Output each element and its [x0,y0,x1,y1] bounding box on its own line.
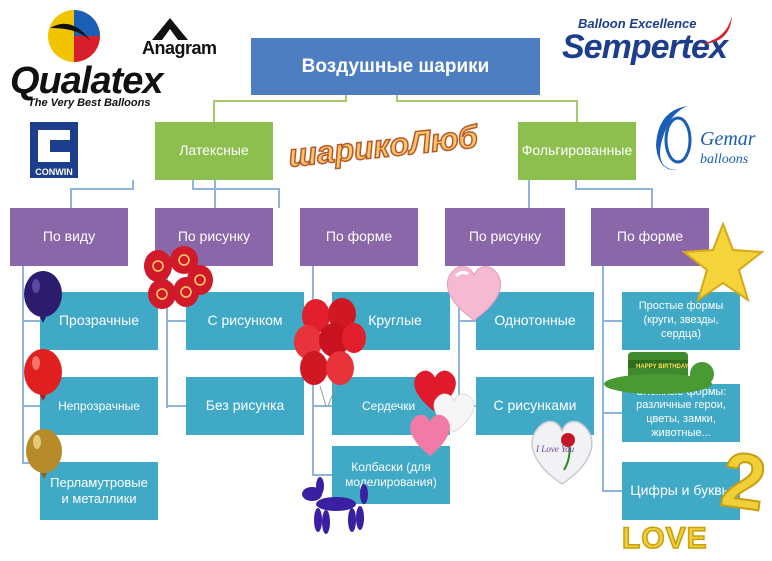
leaf-with-print: С рисунком [186,292,304,350]
foil-by-print: По рисунку [445,208,565,266]
connector [651,188,653,208]
conwin-logo-icon [30,122,78,170]
latex-by-type: По виду [10,208,128,266]
connector [576,100,578,122]
printed-balloons-icon [144,246,213,309]
connector [166,405,186,407]
sempertex-wordmark: Sempertex [562,28,728,66]
connector [213,100,345,102]
leaf-pearl-metallic: Перламутровые и металлики [40,462,158,520]
connector [70,188,72,208]
birthday-cake-balloon-icon: HAPPY BIRTHDAY [604,352,714,394]
category-latex: Латексные [155,122,273,180]
qualatex-tagline: The Very Best Balloons [28,97,151,109]
connector [458,320,476,322]
connector [528,180,530,208]
connector [22,266,24,464]
connector [192,188,280,190]
balloon-dog-icon [302,477,368,534]
connector [132,180,134,190]
anagram-wordmark: Anagram [142,38,217,58]
connector [602,320,622,322]
connector [166,266,168,408]
anagram-logo-icon [152,18,188,40]
sempertex-tagline: Balloon Excellence [578,16,697,31]
pink-heart-balloon-icon [410,414,450,456]
gemar-logo-icon [656,106,692,171]
root-node: Воздушные шарики [251,38,540,95]
connector [278,188,280,208]
leaf-no-print: Без рисунка [186,377,304,435]
connector [192,180,194,190]
category-foil: Фольгированные [518,122,636,180]
connector [575,180,577,190]
gemar-sub: balloons [700,152,749,167]
qualatex-logo-icon [48,10,100,62]
connector [602,266,604,492]
connector [575,188,653,190]
gemar-wordmark: Gemar [700,128,756,150]
connector [602,412,622,414]
love-heart-foil-icon: I Love You [531,420,593,485]
red-balloon-bunch-icon [294,298,366,407]
conwin-wordmark: CONWIN [30,166,78,178]
leaf-solid-color: Однотонные [476,292,594,350]
red-balloon-icon [24,349,62,401]
connector [458,266,460,408]
connector [213,100,215,122]
gold-number-balloon: 2 [715,433,772,528]
sempertex-swoosh-icon [700,16,732,44]
connector [312,474,332,476]
pink-foil-heart-icon [446,266,502,321]
connector [602,490,622,492]
connector [166,320,186,322]
connector [22,320,40,322]
i-love-you-text: I Love You [535,444,575,454]
connector [214,180,216,208]
purple-balloon-icon [24,271,62,323]
leaf-simple-shapes: Простые формы (круги, звезды, сердца) [622,292,740,350]
gold-balloon-icon [26,429,62,479]
connector [312,405,332,407]
shop-logo: шарикоЛюб [286,117,480,174]
leaf-transparent: Прозрачные [40,292,158,350]
connector [70,188,132,190]
connector [345,95,347,102]
leaf-opaque: Непрозрачные [40,377,158,435]
love-letters-balloon: LOVE [621,521,708,556]
happy-birthday-text: HAPPY BIRTHDAY [636,364,689,370]
gold-star-balloon-icon [681,221,765,303]
connector [396,95,398,102]
latex-by-shape: По форме [300,208,418,266]
qualatex-wordmark: Qualatex [10,60,164,102]
connector [22,405,40,407]
leaf-numbers-letters: Цифры и буквы [622,462,740,520]
connector [396,100,576,102]
